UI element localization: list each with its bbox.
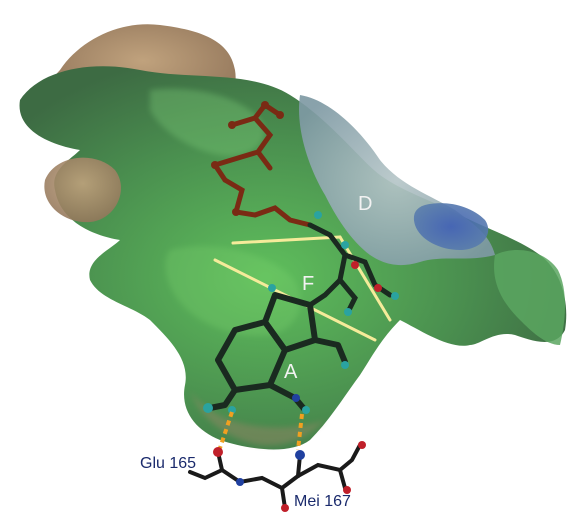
ligand-ribose-link [307, 277, 343, 308]
adenine-n-link [312, 337, 348, 365]
surface-upper-highlight [150, 88, 265, 156]
region-label-a: A [284, 361, 298, 383]
region-label-f: F [302, 273, 314, 295]
atom-blue [236, 478, 244, 486]
backbone-atoms [213, 441, 366, 512]
atom-teal [268, 284, 276, 292]
atom-blue [292, 394, 300, 402]
surface-left-tan-lobe [44, 157, 121, 223]
atom-teal [261, 101, 269, 109]
atom-red [374, 284, 382, 292]
ligand-ribose-ring [307, 222, 358, 315]
backbone-link [220, 468, 300, 491]
hydrogen-bonds [218, 411, 304, 451]
ligand-ribose [307, 222, 393, 315]
atom-teal [341, 361, 349, 369]
ligand-atoms [203, 101, 399, 414]
atom-teal [302, 406, 310, 414]
atom-red [343, 486, 351, 494]
atom-blue [295, 450, 305, 460]
atom-red [358, 441, 366, 449]
atom-teal [344, 308, 352, 316]
surface-right-green-tail [494, 250, 565, 345]
atom-teal [314, 211, 322, 219]
boundary-line-right [338, 235, 392, 322]
residue-label-mei167: Mei 167 [294, 493, 351, 510]
atom-red [213, 447, 223, 457]
residue-label-glu165: Glu 165 [140, 455, 196, 472]
atom-red [281, 504, 289, 512]
backbone-tail [296, 443, 362, 478]
adenine-five-ring [262, 292, 318, 353]
surface-lower-tan-shade [190, 390, 325, 446]
atom-teal [341, 241, 349, 249]
backbone-glu [188, 450, 225, 481]
hbond-mei167 [296, 413, 304, 451]
atom-red [351, 261, 359, 269]
adenine-amine [207, 387, 238, 411]
hbond-glu165 [218, 411, 234, 449]
atom-teal [203, 403, 213, 413]
backbone-oxy [338, 468, 347, 490]
atom-teal [276, 111, 284, 119]
protein-backbone [188, 443, 362, 510]
atom-teal [391, 292, 399, 300]
atom-teal [211, 161, 219, 169]
ligand-chain-side [255, 149, 273, 171]
surface-deep-blue-patch [413, 203, 489, 250]
ligand-chain-mid [222, 177, 313, 228]
ligand-ribose-branch [342, 252, 393, 298]
boundary-line-upper [231, 235, 342, 245]
atom-teal [232, 208, 240, 216]
protein-surface [19, 24, 567, 450]
surface-main-green [19, 66, 567, 450]
region-label-d: D [358, 193, 372, 215]
atom-teal [228, 121, 236, 129]
